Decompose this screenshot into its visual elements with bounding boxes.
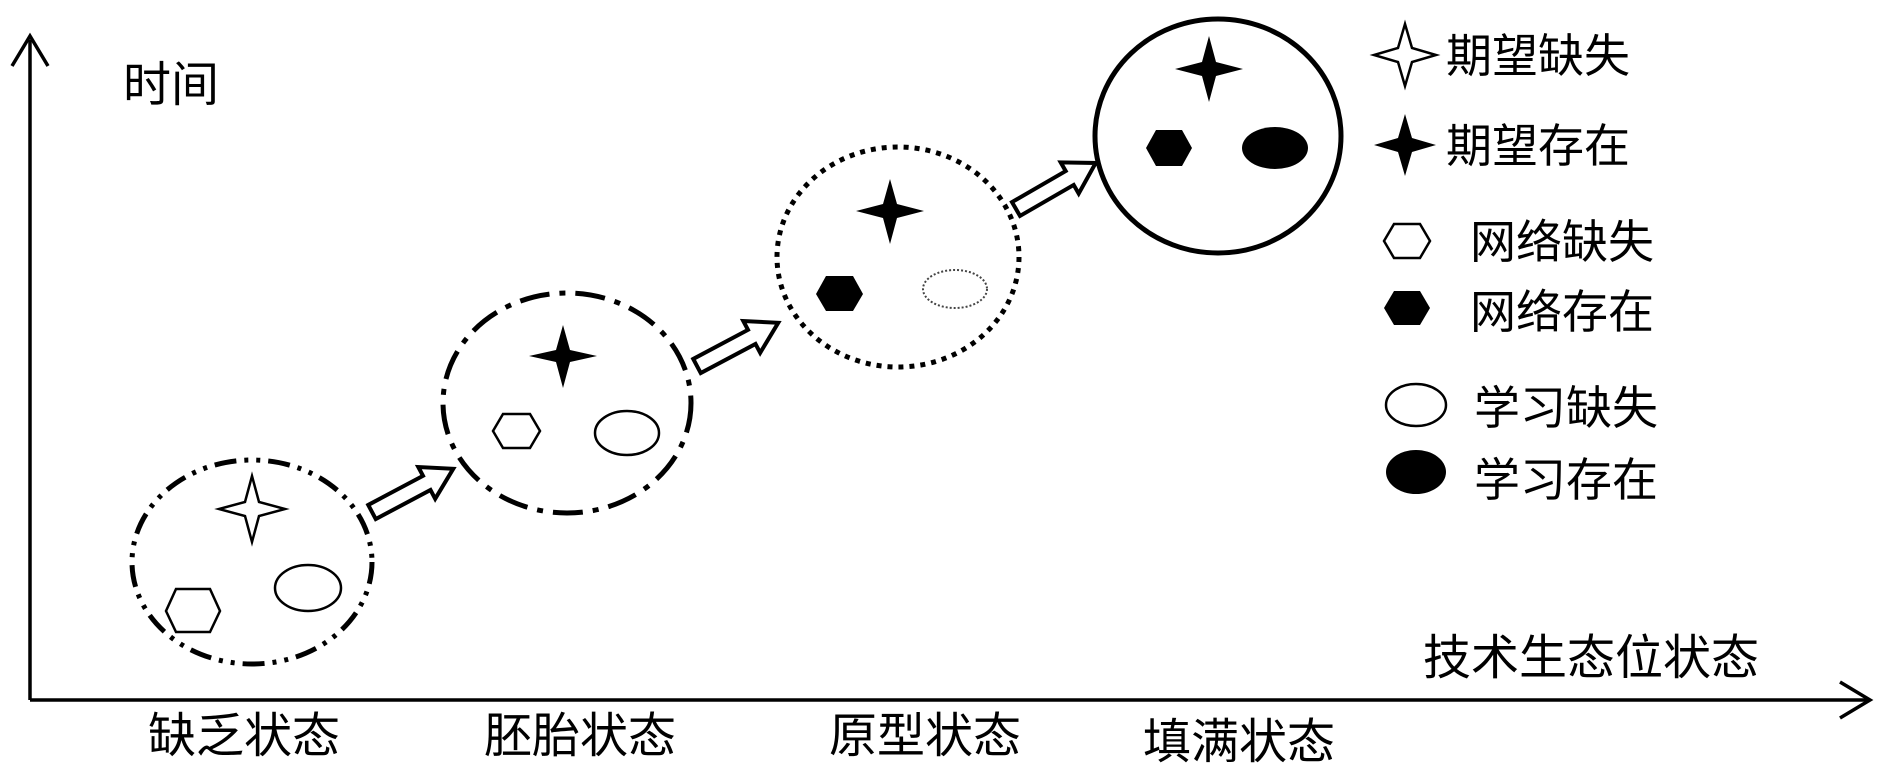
state-label: 缺乏状态 — [148, 708, 340, 764]
state-labels: 缺乏状态 胚胎状态 原型状态 填满状态 — [148, 708, 1335, 766]
legend-label: 学习存在 — [1474, 453, 1658, 507]
state-0 — [129, 457, 375, 667]
empty-hexagon-icon — [164, 587, 222, 634]
filled-star-icon — [856, 179, 924, 244]
legend-item: 学习存在 — [1386, 450, 1658, 507]
state-circle-embryonic — [440, 290, 694, 516]
filled-star-icon — [529, 325, 597, 388]
empty-ellipse-icon — [273, 563, 343, 613]
transition-arrows — [365, 160, 1100, 522]
state-label: 填满状态 — [1143, 714, 1335, 766]
filled-star-icon — [1374, 114, 1436, 176]
y-axis-label: 时间 — [123, 57, 219, 113]
legend-item: 网络存在 — [1384, 285, 1654, 339]
filled-hexagon-icon — [1384, 291, 1430, 325]
state-2 — [774, 144, 1022, 370]
transition-arrow — [690, 318, 782, 376]
state-circle-prototype — [774, 144, 1022, 370]
filled-hexagon-icon — [1146, 130, 1192, 166]
legend-label: 期望缺失 — [1446, 29, 1630, 83]
filled-ellipse-icon — [1242, 127, 1308, 169]
legend-item: 期望存在 — [1374, 114, 1630, 176]
state-label: 原型状态 — [829, 708, 1021, 764]
state-label: 胚胎状态 — [484, 708, 676, 764]
legend-label: 期望存在 — [1446, 119, 1630, 173]
filled-hexagon-icon — [816, 276, 863, 311]
filled-ellipse-icon — [1386, 450, 1446, 494]
empty-star-icon — [214, 471, 290, 547]
transition-arrow — [1009, 160, 1100, 219]
empty-hexagon-icon — [491, 412, 542, 450]
legend-item: 网络缺失 — [1382, 215, 1654, 269]
state-1 — [440, 290, 694, 516]
state-circle-filled — [1092, 16, 1344, 256]
transition-arrow — [365, 464, 457, 522]
legend-label: 网络缺失 — [1470, 215, 1654, 269]
legend-label: 网络存在 — [1470, 285, 1654, 339]
axes: 时间 技术生态位状态 — [10, 32, 1874, 720]
legend-item: 学习缺失 — [1384, 381, 1658, 435]
state-circle-lacking — [129, 457, 375, 667]
empty-star-icon — [1369, 19, 1441, 91]
x-axis-arrowhead — [1839, 680, 1874, 720]
legend: 期望缺失 期望存在 网络缺失 网络存在 学习缺失 学习存在 — [1369, 19, 1658, 507]
legend-item: 期望缺失 — [1369, 19, 1630, 91]
empty-hexagon-icon — [1382, 222, 1432, 260]
state-3 — [1092, 16, 1344, 256]
filled-star-icon — [1175, 36, 1243, 102]
x-axis-label: 技术生态位状态 — [1423, 630, 1759, 686]
y-axis-arrowhead — [10, 32, 50, 67]
empty-ellipse-icon — [593, 409, 661, 457]
empty-ellipse-icon — [1384, 382, 1448, 428]
legend-label: 学习缺失 — [1474, 381, 1658, 435]
empty-ellipse-icon — [922, 269, 988, 309]
